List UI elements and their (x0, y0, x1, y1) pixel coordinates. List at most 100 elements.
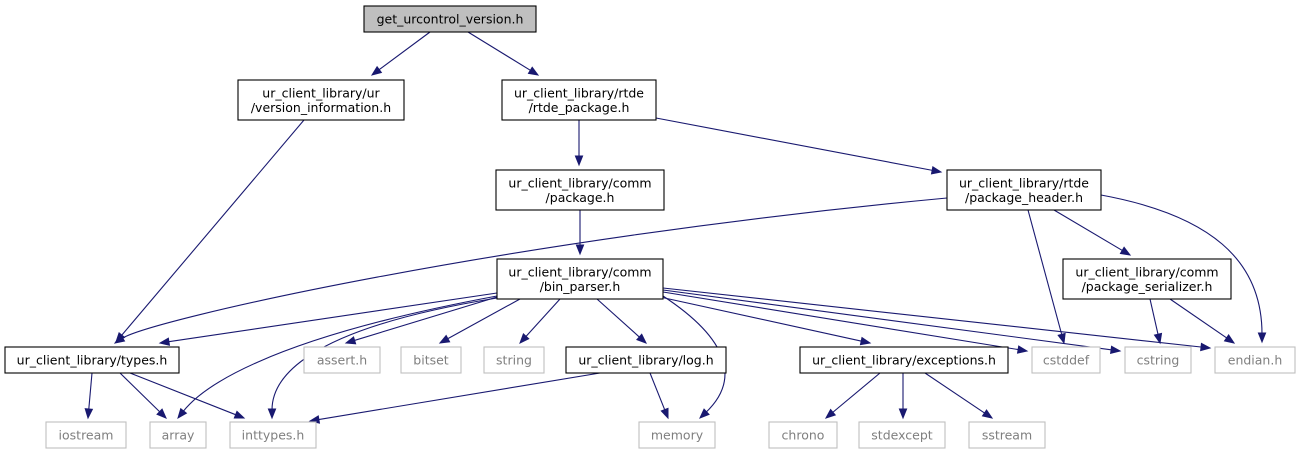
node-types[interactable]: ur_client_library/types.h (4, 346, 180, 374)
node-chrono: chrono (768, 421, 838, 449)
edge-bin_parser-to-endian-line (662, 287, 1203, 348)
edge-bin_parser-to-log-line (596, 298, 641, 339)
node-label: ur_client_library/rtde (959, 175, 1089, 190)
node-box (858, 421, 946, 449)
node-box (799, 346, 1009, 374)
node-label: inttypes.h (242, 428, 305, 443)
node-box (303, 346, 381, 374)
edge-types-to-array-arrowhead (156, 408, 167, 419)
node-assert: assert.h (303, 346, 381, 374)
node-bitset: bitset (400, 346, 462, 374)
node-comm-package[interactable]: ur_client_library/comm/package.h (495, 169, 665, 211)
node-package-serializer[interactable]: ur_client_library/comm/package_serialize… (1062, 258, 1232, 300)
node-label: string (496, 353, 532, 368)
node-box (768, 421, 838, 449)
edge-exceptions-to-chrono-line (831, 372, 881, 414)
node-label: endian.h (1228, 353, 1283, 368)
node-package-header[interactable]: ur_client_library/rtde/package_header.h (946, 169, 1102, 211)
node-label: get_urcontrol_version.h (377, 12, 524, 27)
node-label: iostream (59, 428, 114, 443)
edge-exceptions-to-chrono (824, 372, 881, 419)
node-box (1124, 346, 1192, 374)
edge-bin_parser-to-assert (344, 296, 498, 345)
edge-types-to-inttypes (129, 372, 246, 419)
edge-types-to-iostream-line (88, 372, 93, 411)
node-label: bitset (413, 353, 449, 368)
node-label: cstring (1137, 353, 1180, 368)
edge-package_header-to-endian-line (1100, 194, 1263, 335)
edge-comm_package-to-bin_parser (575, 210, 585, 256)
node-box (149, 421, 207, 449)
node-cstring: cstring (1124, 346, 1192, 374)
node-bin-parser[interactable]: ur_client_library/comm/bin_parser.h (496, 258, 664, 300)
edge-package_header-to-endian-arrowhead (1257, 332, 1267, 344)
edge-bin_parser-to-types-line (167, 292, 498, 343)
node-version-information[interactable]: ur_client_library/ur/version_information… (237, 79, 405, 121)
edge-log-to-inttypes-line (317, 372, 601, 421)
edge-bin_parser-to-log (596, 298, 648, 344)
edge-exceptions-to-sstream-arrowhead (981, 409, 994, 419)
edge-bin_parser-to-endian-arrowhead (1200, 342, 1212, 352)
edge-bin_parser-to-inttypes (267, 297, 498, 420)
edge-log-to-inttypes (308, 372, 601, 424)
edge-bin_parser-to-array (177, 295, 498, 420)
edge-exceptions-to-chrono-arrowhead (824, 408, 837, 419)
node-box (4, 346, 180, 374)
edge-bin_parser-to-cstring (662, 289, 1122, 355)
node-label: ur_client_library/rtde (514, 85, 644, 100)
node-endian: endian.h (1214, 346, 1296, 374)
edge-package_serializer-to-endian-arrowhead (1223, 334, 1236, 344)
node-iostream: iostream (45, 421, 127, 449)
edge-root-to-rtde_package-line (467, 31, 532, 72)
edge-bin_parser-to-exceptions-line (659, 296, 863, 342)
edge-log-to-memory-arrowhead (660, 407, 669, 420)
node-box (1214, 346, 1296, 374)
node-box (45, 421, 127, 449)
node-label: chrono (782, 428, 825, 443)
edge-rtde_package-to-package_header-line (655, 117, 934, 172)
nodes-layer: get_urcontrol_version.h ur_client_library… (4, 5, 1296, 449)
node-label: /rtde_package.h (529, 100, 630, 115)
edge-bin_parser-to-inttypes-arrowhead (267, 408, 277, 420)
edge-bin_parser-to-assert-arrowhead (344, 336, 357, 345)
edge-package_header-to-package_serializer (1053, 209, 1132, 256)
node-label: /bin_parser.h (540, 279, 621, 294)
edge-types-to-array (119, 372, 167, 419)
edge-bin_parser-to-cstddef (662, 291, 1029, 354)
edge-package_header-to-types-arrowhead (113, 334, 126, 344)
edge-package_header-to-cstddef-arrowhead (1057, 332, 1066, 345)
edge-bin_parser-to-cstddef-line (662, 291, 1020, 351)
node-label: stdexcept (871, 428, 932, 443)
node-box (237, 79, 405, 121)
node-box (229, 421, 317, 449)
edge-exceptions-to-stdexcept (898, 373, 908, 420)
edge-bin_parser-to-array-arrowhead (177, 407, 188, 420)
edge-package_header-to-types (113, 197, 948, 344)
edge-bin_parser-to-exceptions-arrowhead (859, 336, 872, 346)
edge-root-to-version_information (370, 31, 431, 76)
edge-bin_parser-to-bitset (438, 298, 521, 344)
edge-bin_parser-to-bitset-arrowhead (438, 334, 451, 344)
edge-package_header-to-package_serializer-line (1053, 209, 1124, 252)
node-box (400, 346, 462, 374)
edge-package_serializer-to-cstring-line (1149, 298, 1159, 336)
node-log[interactable]: ur_client_library/log.h (565, 346, 727, 374)
edge-types-to-inttypes-line (129, 372, 237, 416)
node-box (968, 421, 1046, 449)
node-label: array (162, 428, 195, 443)
edge-bin_parser-to-cstring-arrowhead (1110, 345, 1122, 355)
node-string: string (483, 346, 545, 374)
node-label: sstream (982, 428, 1032, 443)
node-exceptions[interactable]: ur_client_library/exceptions.h (799, 346, 1009, 374)
node-box (946, 169, 1102, 211)
node-label: cstddef (1043, 353, 1090, 368)
node-box (363, 5, 537, 33)
edge-version_information-to-types-line (120, 119, 305, 337)
edge-rtde_package-to-comm_package-arrowhead (574, 155, 584, 167)
node-rtde-package[interactable]: ur_client_library/rtde/rtde_package.h (501, 79, 657, 121)
node-sstream: sstream (968, 421, 1046, 449)
edge-bin_parser-to-log-arrowhead (636, 333, 648, 344)
node-label: ur_client_library/comm (508, 175, 651, 190)
node-root[interactable]: get_urcontrol_version.h (363, 5, 537, 33)
